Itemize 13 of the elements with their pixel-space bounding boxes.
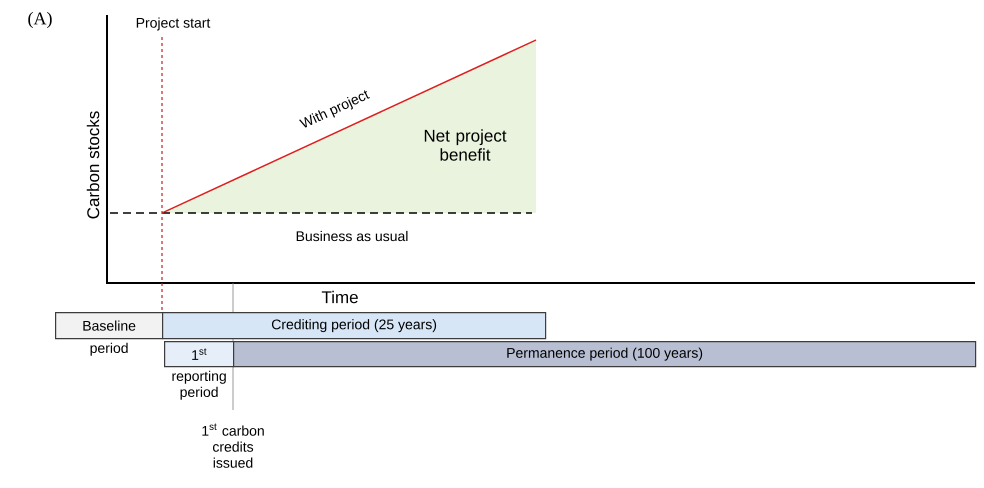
period-bar: Permanence period (100 years) (233, 341, 976, 368)
panel-label: (A) (28, 12, 52, 28)
period-label: reporting period (172, 370, 226, 400)
axis-label: Carbon stocks (86, 111, 100, 218)
period-bar: Crediting period (25 years) (162, 312, 546, 340)
line-label: Business as usual (296, 230, 408, 242)
axis-label: Time (322, 290, 358, 304)
period-bar: Baseline (55, 312, 164, 340)
area-label: Net project benefit (424, 129, 506, 161)
marker-label: Project start (136, 17, 210, 31)
marker-label: $\begin{array}{c}\text{1}^{\text{st}}\text{ carbon}\\\text{credits}\\\text{issued}\end{array}$ (202, 424, 264, 468)
period-label: period (90, 342, 128, 356)
period-bar: 1$^{st}$ (164, 341, 234, 368)
